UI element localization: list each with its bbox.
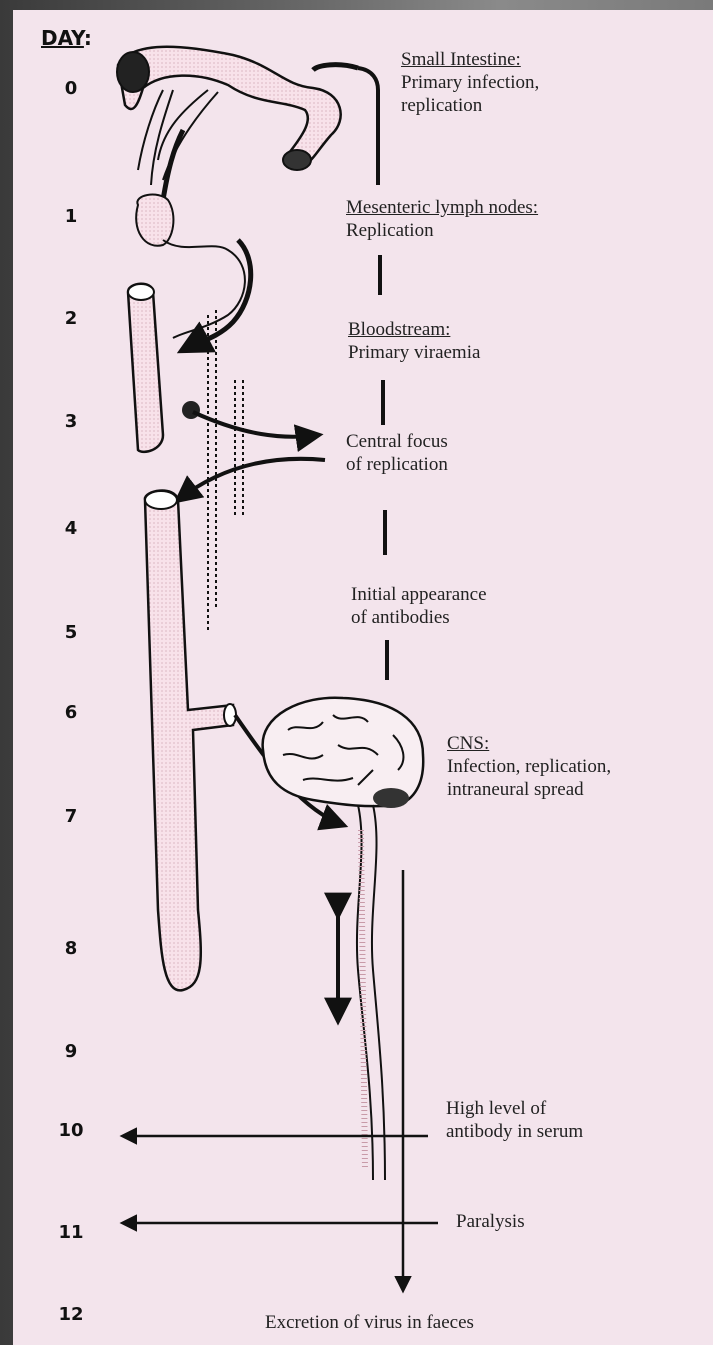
day-label: 12 xyxy=(51,1304,91,1325)
left-arrows xyxy=(123,1136,438,1223)
day-label: 6 xyxy=(51,702,91,723)
label-mesenteric: Mesenteric lymph nodes: Replication xyxy=(346,196,538,242)
diagram-panel: DAY: 0 1 2 3 4 5 6 7 8 9 10 11 12 Small … xyxy=(13,10,713,1345)
day-label: 5 xyxy=(51,622,91,643)
day-label: 9 xyxy=(51,1041,91,1062)
label-antibodies: Initial appearance of antibodies xyxy=(351,583,487,629)
label-high-antibody: High level of antibody in serum xyxy=(446,1097,583,1143)
day-label: 4 xyxy=(51,518,91,539)
label-bloodstream: Bloodstream: Primary viraemia xyxy=(348,318,480,364)
day-label: 7 xyxy=(51,806,91,827)
brain-drawing xyxy=(263,698,424,1180)
day-label: 0 xyxy=(51,78,91,99)
label-cns: CNS: Infection, replication, intraneural… xyxy=(447,732,611,801)
small-intestine-drawing xyxy=(117,47,378,200)
day-label: 1 xyxy=(51,206,91,227)
day-label: 2 xyxy=(51,308,91,329)
label-excretion: Excretion of virus in faeces xyxy=(265,1311,474,1334)
day-label: 10 xyxy=(51,1120,91,1141)
label-small-intestine: Small Intestine: Primary infection, repl… xyxy=(401,48,539,117)
day-label: 3 xyxy=(51,411,91,432)
day-label: 8 xyxy=(51,938,91,959)
label-central-focus: Central focus of replication xyxy=(346,430,448,476)
day-heading: DAY: xyxy=(41,26,92,50)
day-label: 11 xyxy=(51,1222,91,1243)
label-paralysis: Paralysis xyxy=(456,1210,525,1233)
